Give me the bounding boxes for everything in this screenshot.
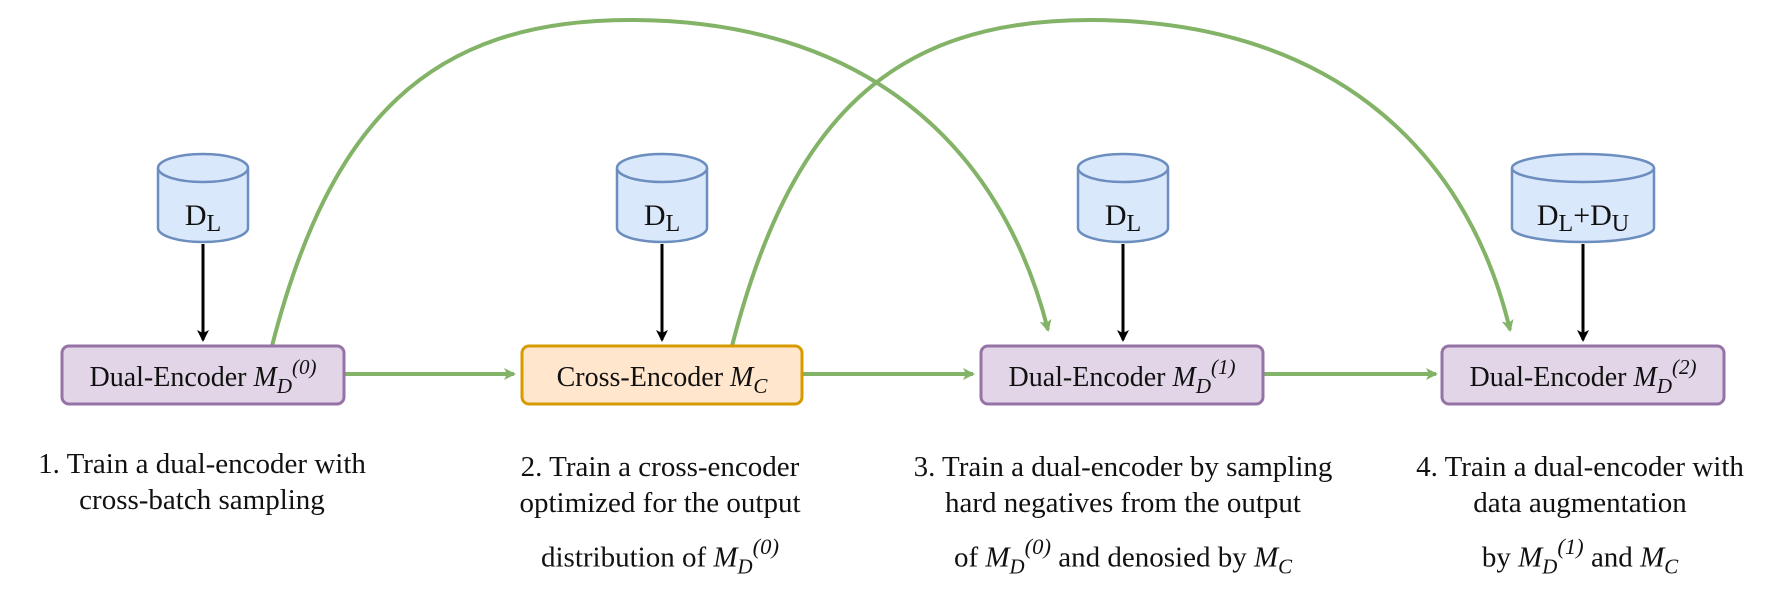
svg-text:DL: DL: [1105, 199, 1141, 237]
step-2-line1: 2. Train a cross-encoder: [520, 451, 800, 483]
svg-text:DL+DU: DL+DU: [1537, 199, 1629, 237]
step-3-caption: 3. Train a dual-encoder by sampling hard…: [878, 449, 1368, 585]
db2-main: D: [644, 199, 666, 232]
step-4-line2: data augmentation: [1473, 487, 1687, 519]
db3-sub: L: [1127, 211, 1142, 237]
database-2: DL: [615, 152, 709, 244]
step-3-line1: 3. Train a dual-encoder by sampling: [913, 451, 1333, 483]
db1-sub: L: [207, 211, 222, 237]
db2-sub: L: [666, 211, 681, 237]
step-1-caption: 1. Train a dual-encoder with cross-batch…: [0, 446, 404, 518]
db4-sub1: L: [1559, 211, 1574, 237]
svg-text:DL: DL: [185, 199, 221, 237]
svg-text:Dual-Encoder MD(2): Dual-Encoder MD(2): [1469, 355, 1696, 398]
step-3-line2: hard negatives from the output: [945, 487, 1301, 519]
step-1-line1: 1. Train a dual-encoder with: [38, 448, 366, 480]
database-1: DL: [156, 152, 250, 244]
step-1-line2: cross-batch sampling: [79, 484, 325, 516]
dual-encoder-md1-box: Dual-Encoder MD(1): [979, 344, 1265, 406]
step-2-caption: 2. Train a cross-encoder optimized for t…: [460, 449, 860, 585]
db1-main: D: [185, 199, 207, 232]
svg-text:Dual-Encoder MD(0): Dual-Encoder MD(0): [89, 355, 316, 398]
cross-encoder-mc-box: Cross-Encoder MC: [520, 344, 804, 406]
arc-arrow-md0-to-md1: [270, 17, 1052, 347]
step-2-line2: optimized for the output: [519, 487, 801, 519]
dual-encoder-md2-box: Dual-Encoder MD(2): [1440, 344, 1726, 406]
step-3-line3: of MD(0) and denosied by MC: [953, 534, 1293, 579]
db4-main2: D: [1590, 199, 1612, 232]
step-2-line3: distribution of MD(0): [540, 534, 779, 579]
step-4-caption: 4. Train a dual-encoder with data augmen…: [1390, 449, 1770, 585]
dual-encoder-md0-box: Dual-Encoder MD(0): [60, 344, 346, 406]
db4-plus: +: [1573, 199, 1590, 232]
database-4: DL+DU: [1510, 152, 1656, 244]
svg-text:DL: DL: [644, 199, 680, 237]
db4-sub2: U: [1612, 211, 1629, 237]
svg-text:Cross-Encoder MC: Cross-Encoder MC: [557, 362, 769, 398]
db3-main: D: [1105, 199, 1127, 232]
step-4-line3: by MD(1) and MC: [1481, 534, 1679, 579]
step-4-line1: 4. Train a dual-encoder with: [1416, 451, 1744, 483]
database-3: DL: [1076, 152, 1170, 244]
db4-main1: D: [1537, 199, 1559, 232]
arc-arrow-mc-to-md2: [730, 17, 1514, 347]
svg-text:Dual-Encoder MD(1): Dual-Encoder MD(1): [1008, 355, 1235, 398]
